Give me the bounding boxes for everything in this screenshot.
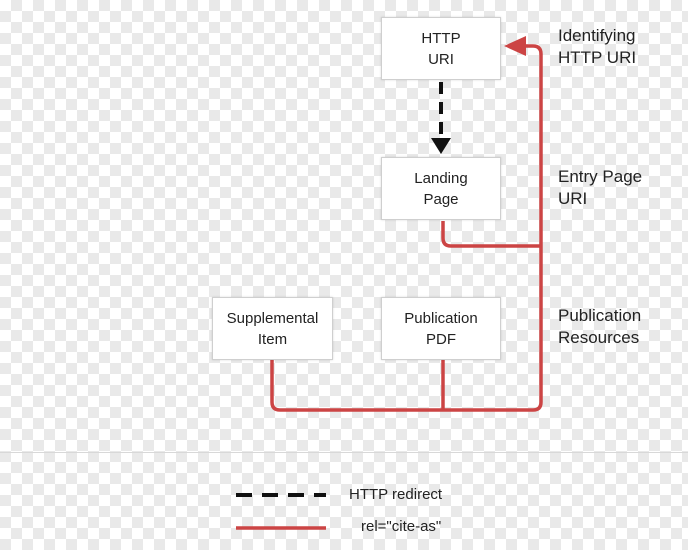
supplemental-item-node: Supplemental Item: [212, 297, 333, 360]
landing-page-line2: Page: [423, 190, 459, 208]
legend-cite-as-label: rel="cite-as": [361, 518, 442, 535]
entry-page-line1: Entry Page: [558, 167, 643, 186]
legend-divider: [0, 452, 688, 453]
redirect-arrowhead: [431, 138, 451, 154]
entry-page-line2: URI: [558, 189, 588, 208]
http-uri-line1: HTTP: [421, 29, 461, 47]
entry-page-uri-label: Entry Page URI: [558, 166, 642, 210]
cite-as-line-resources: [270, 44, 543, 412]
identifying-line2: HTTP URI: [558, 48, 637, 67]
publication-resources-label: Publication Resources: [558, 305, 641, 349]
cite-as-arrowhead: [504, 36, 526, 56]
http-uri-node: HTTP URI: [381, 17, 501, 80]
publication-pdf-node: Publication PDF: [381, 297, 501, 360]
publication-pdf-line1: Publication: [404, 309, 478, 327]
publication-resources-line2: Resources: [558, 328, 640, 347]
supplemental-item-line2: Item: [257, 330, 288, 348]
publication-pdf-line2: PDF: [425, 330, 456, 348]
identifying-line1: Identifying: [558, 26, 636, 45]
landing-page-line1: Landing: [414, 169, 468, 187]
identifying-http-uri-label: Identifying HTTP URI: [558, 25, 636, 69]
landing-page-node: Landing Page: [381, 157, 501, 220]
http-uri-line2: URI: [428, 50, 454, 68]
legend-redirect-label: HTTP redirect: [349, 486, 443, 503]
publication-resources-line1: Publication: [558, 306, 642, 325]
cite-as-line-landing: [441, 221, 541, 248]
supplemental-item-line1: Supplemental: [226, 309, 319, 327]
